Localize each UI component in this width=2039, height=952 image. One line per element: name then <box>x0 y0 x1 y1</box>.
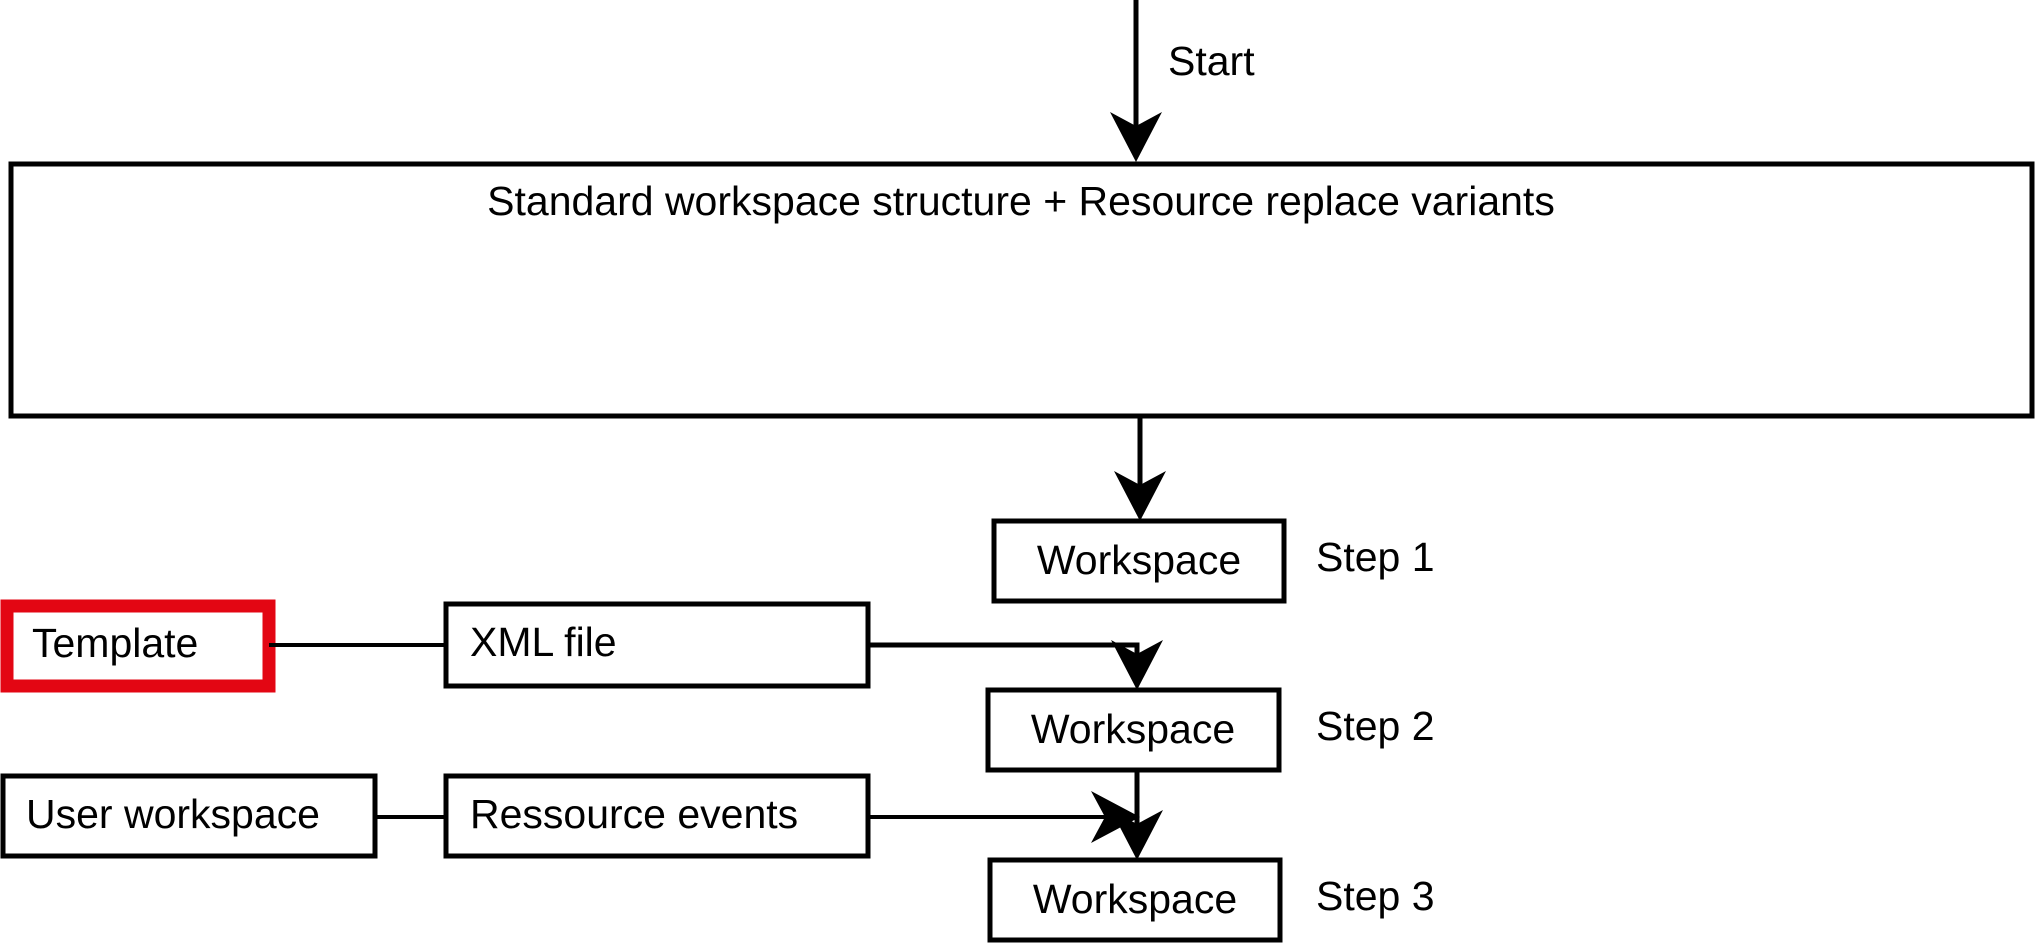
ressource-to-step3-connector <box>866 791 1140 843</box>
workspace-step3-box[interactable] <box>987 857 1283 943</box>
xml-to-step2-connector <box>866 640 1163 690</box>
step1-label: Step 1 <box>1316 534 1435 580</box>
workspace-step1-label: Workspace <box>1037 537 1241 583</box>
arrowhead-icon <box>1114 471 1166 521</box>
xml-file-label: XML file <box>470 619 617 665</box>
main-process-box[interactable] <box>8 161 2035 419</box>
arrowhead-icon <box>1111 810 1163 860</box>
user-workspace-label: User workspace <box>26 791 320 837</box>
arrowhead-icon <box>1110 112 1162 162</box>
step2-label: Step 2 <box>1316 703 1435 749</box>
main-box-label: Standard workspace structure + Resource … <box>487 178 1555 224</box>
step2-to-step3-arrow <box>1111 770 1163 860</box>
main-to-step1-arrow <box>1114 416 1166 521</box>
template-label: Template <box>32 620 198 666</box>
workspace-step3-label: Workspace <box>1033 876 1237 922</box>
start-label: Start <box>1168 38 1255 84</box>
step3-label: Step 3 <box>1316 873 1435 919</box>
workspace-step2-label: Workspace <box>1031 706 1235 752</box>
ressource-events-label: Ressource events <box>470 791 798 837</box>
workspace-step2-box[interactable] <box>985 687 1282 773</box>
workspace-step1-box[interactable] <box>991 518 1287 604</box>
arrowhead-icon <box>1111 640 1163 690</box>
start-arrow <box>1110 0 1162 162</box>
